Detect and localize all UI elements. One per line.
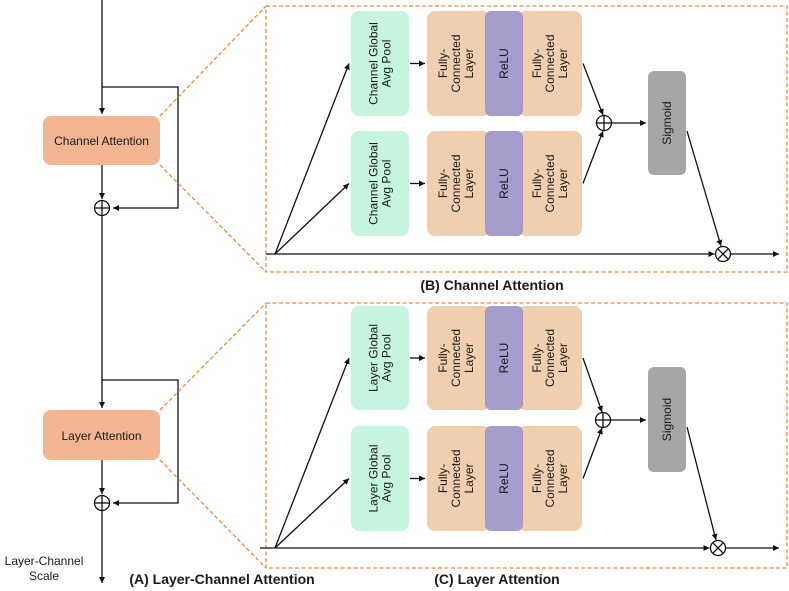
fc1-label-line: Fully- (436, 49, 450, 78)
fc1-label-line: Connected (449, 34, 463, 92)
panel-b-border (265, 5, 788, 273)
layer-attention-label: Layer Attention (61, 429, 141, 443)
caption-a: (A) Layer-Channel Attention (129, 571, 314, 587)
global-avg-pool-block (351, 11, 409, 116)
fc1-label-line: Connected (449, 154, 463, 212)
channel-residual-connection (102, 86, 179, 211)
fc2-label-line: Fully- (530, 464, 544, 493)
relu-block (485, 131, 523, 236)
fc2-label-line: Layer (556, 343, 570, 373)
fc1-label-line: Fully- (436, 343, 450, 372)
fc-to-add-arrow (582, 63, 604, 116)
output-label-line1: Layer-Channel (5, 554, 84, 568)
branch-add-icon (594, 411, 612, 429)
split-arrow (274, 357, 350, 549)
fc-layer-2-block (517, 306, 582, 410)
fc1-label-line: Fully- (436, 464, 450, 493)
relu-label: ReLU (497, 463, 511, 494)
fc-layer-1-block (427, 426, 491, 531)
fc2-label-line: Fully- (530, 343, 544, 372)
fc2-label-line: Fully- (530, 49, 544, 78)
fc-layer-1-block (427, 131, 491, 236)
layer-residual-connection (102, 379, 179, 506)
callout-line-b-bottom (159, 164, 267, 273)
global-avg-pool-block (351, 131, 409, 236)
sigmoid-block (648, 367, 686, 472)
pool-label-line: Avg Pool (380, 334, 394, 382)
pool-label-line: Channel Global (367, 22, 381, 105)
fc2-label-line: Fully- (530, 169, 544, 198)
fc2-label-line: Layer (556, 48, 570, 78)
fc2-label-line: Connected (543, 34, 557, 92)
channel-attention-label: Channel Attention (54, 134, 149, 148)
fc1-label-line: Layer (462, 463, 476, 493)
scale-multiply-icon (714, 245, 732, 263)
pool-label-line: Layer Global (367, 444, 381, 512)
pool-label-line: Avg Pool (380, 160, 394, 208)
split-arrow (274, 183, 350, 255)
relu-block (485, 426, 523, 531)
relu-block (485, 306, 523, 410)
channel-residual-add-icon (93, 199, 111, 217)
global-avg-pool-block (351, 426, 409, 531)
caption-c: (C) Layer Attention (434, 571, 559, 587)
fc1-label-line: Layer (462, 343, 476, 373)
pool-label-line: Avg Pool (380, 455, 394, 503)
branch-add-icon (595, 114, 613, 132)
split-arrow (274, 478, 350, 549)
global-avg-pool-block (351, 306, 409, 410)
callout-line-c-bottom (159, 459, 267, 569)
fc1-label-line: Connected (449, 329, 463, 387)
relu-label: ReLU (497, 168, 511, 199)
pool-label-line: Layer Global (367, 324, 381, 392)
sigmoid-label: Sigmoid (660, 398, 674, 441)
fc2-label-line: Connected (543, 329, 557, 387)
relu-label: ReLU (497, 48, 511, 79)
sigmoid-label: Sigmoid (660, 101, 674, 144)
caption-b: (B) Channel Attention (420, 277, 563, 293)
fc1-label-line: Fully- (436, 169, 450, 198)
relu-block (485, 11, 523, 116)
output-label-line2: Scale (29, 569, 59, 583)
fc1-label-line: Connected (449, 449, 463, 507)
callout-line-b-top (159, 5, 267, 117)
panel-a: Channel Attention Layer Attention Layer-… (5, 0, 315, 587)
fc-layer-2-block (517, 11, 582, 116)
fc-layer-1-block (427, 306, 491, 410)
layer-attention-block (43, 410, 160, 460)
panel-c-border (265, 302, 788, 569)
fc1-label-line: Layer (462, 168, 476, 198)
fc-to-add-arrow (582, 357, 603, 413)
sigmoid-to-multiply-arrow (686, 426, 718, 541)
fc-to-add-arrow (582, 130, 604, 184)
split-arrow (274, 63, 350, 255)
scale-multiply-icon (709, 539, 727, 557)
fc2-label-line: Layer (556, 168, 570, 198)
fc2-label-line: Connected (543, 154, 557, 212)
fc2-label-line: Layer (556, 463, 570, 493)
fc-layer-2-block (517, 131, 582, 236)
sigmoid-block (648, 71, 686, 175)
fc-to-add-arrow (582, 427, 603, 479)
fc2-label-line: Connected (543, 449, 557, 507)
channel-attention-block (43, 116, 160, 165)
callout-line-c-top (159, 302, 267, 411)
pool-label-line: Channel Global (367, 142, 381, 225)
relu-label: ReLU (497, 343, 511, 374)
fc-layer-2-block (517, 426, 582, 531)
sigmoid-to-multiply-arrow (686, 130, 723, 247)
pool-label-line: Avg Pool (380, 40, 394, 88)
layer-residual-add-icon (93, 494, 111, 512)
fc1-label-line: Layer (462, 48, 476, 78)
fc-layer-1-block (427, 11, 491, 116)
